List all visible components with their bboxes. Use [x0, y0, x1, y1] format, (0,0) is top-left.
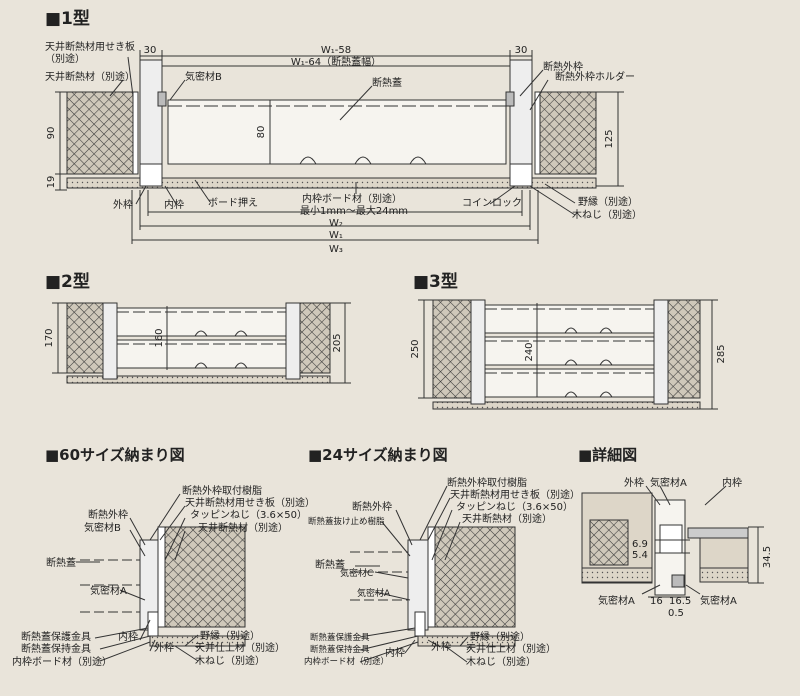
s60-label-outer-frame-insul: 断熱外枠 [88, 508, 128, 521]
section-title-type3: ■3型 [413, 271, 458, 292]
s24-label-nobuchi: 野縁（別途） [470, 630, 530, 643]
s60-label-holder-fit: 断熱蓋保持金具 [21, 642, 91, 655]
s60-label-outer-frame: 外枠 [154, 641, 174, 654]
dim-30-right: 30 [515, 45, 528, 56]
dim-285: 285 [716, 344, 727, 363]
s24-label-tapping: タッピンねじ（3.6×50） [456, 501, 573, 513]
s60-label-ceiling-insul: 天井断熱材（別途） [198, 521, 288, 534]
detail-dim-5-4: 5.4 [632, 550, 648, 561]
label-outer-frame: 外枠 [113, 198, 133, 211]
type2-drawing [52, 302, 351, 384]
label-lid: 断熱蓋 [372, 76, 402, 89]
s24-label-inner-frame: 内枠 [385, 646, 405, 659]
dim-w3: W₃ [329, 244, 343, 255]
s60-label-lid: 断熱蓋 [46, 556, 76, 569]
label-ceiling-board: 天井断熱材用せき板 [45, 40, 135, 53]
ceiling-insulation-right [539, 91, 597, 175]
s60-label-nobuchi: 野縁（別途） [200, 629, 260, 642]
section-title-type2: ■2型 [45, 271, 90, 292]
detail-drawing [581, 485, 764, 598]
s24-label-resin: 断熱外枠取付樹脂 [447, 476, 527, 489]
label-inner-board: 内枠ボード材（別途） [302, 192, 402, 205]
s60-label-tapping: タッピンねじ（3.6×50） [190, 509, 307, 521]
s60-label-protect: 断熱蓋保護金具 [21, 630, 91, 643]
size24-labels: 断熱外枠取付樹脂 天井断熱材用せき板（別途） タッピンねじ（3.6×50） 天井… [304, 476, 580, 668]
size60-labels: 断熱外枠取付樹脂 天井断熱材用せき板（別途） タッピンねじ（3.6×50） 天井… [12, 484, 315, 668]
dim-250: 250 [410, 339, 421, 358]
ceiling-insulation-left [66, 91, 134, 175]
section-title-size24: ■24サイズ納まり図 [308, 446, 448, 464]
detail-dim-6-9: 6.9 [632, 539, 648, 550]
s24-label-holder-fit: 断熱蓋保持金具 [310, 644, 370, 655]
detail-dim-16: 16 [650, 596, 663, 607]
detail-labels: 外枠 気密材A 内枠 6.9 5.4 34.5 気密材A 16 16.5 気密材… [598, 476, 773, 619]
s60-label-resin: 断熱外枠取付樹脂 [182, 484, 262, 497]
label-nobuchi: 野縁（別途） [578, 195, 638, 208]
detail-dim-16-5: 16.5 [669, 596, 691, 607]
dim-w1-64: W₁-64（断熱蓋幅） [291, 55, 381, 68]
s60-label-airtight-b: 気密材B [84, 521, 121, 534]
s60-label-wood-screw: 木ねじ（別途） [195, 654, 265, 667]
dim-w2: W₂ [329, 218, 343, 229]
detail-label-inner-frame: 内枠 [722, 476, 742, 489]
s24-label-outer-frame: 外枠 [431, 640, 451, 653]
s24-label-ceiling-finish: 天井仕上材（別途） [466, 642, 556, 655]
size60-drawing [76, 493, 246, 662]
s24-label-protect: 断熱蓋保護金具 [310, 632, 370, 643]
label-board-range: 最小1mm～最大24mm [300, 204, 408, 217]
s24-label-inner-board: 内枠ボード材（別途） [304, 656, 389, 667]
dim-90: 90 [46, 127, 57, 140]
s60-label-airtight-a: 気密材A [90, 584, 127, 597]
s24-label-outer-frame-insul: 断熱外枠 [352, 500, 392, 513]
s60-label-inner-board: 内枠ボード材（別途） [12, 655, 112, 668]
label-inner-frame: 内枠 [164, 198, 184, 211]
label-airtight-b: 気密材B [185, 70, 222, 83]
section-title-size60: ■60サイズ納まり図 [45, 446, 185, 464]
dim-240: 240 [524, 342, 535, 361]
section-title-detail: ■詳細図 [578, 446, 637, 464]
s24-label-ceiling-insul: 天井断熱材（別途） [462, 512, 552, 525]
section-title-type1: ■1型 [45, 8, 90, 29]
dim-80: 80 [256, 126, 267, 139]
s24-label-lid: 断熱蓋 [315, 558, 345, 571]
s24-label-stopper-resin: 断熱蓋抜け止め樹脂 [308, 516, 385, 527]
s60-label-ceiling-finish: 天井仕上材（別途） [195, 641, 285, 654]
type1-drawing [55, 50, 624, 244]
label-ceiling-board-sep: （別途） [45, 52, 85, 65]
label-outer-frame-insul: 断熱外枠 [543, 60, 583, 73]
dim-w1-58: W₁-58 [321, 45, 351, 56]
detail-label-airtight-a-top: 気密材A [650, 476, 687, 489]
s60-label-ceiling-board: 天井断熱材用せき板（別途） [185, 496, 315, 509]
label-holder: 断熱外枠ホルダー [555, 70, 635, 83]
s24-label-airtight-a: 気密材A [357, 587, 391, 599]
label-board-press: ボード押え [208, 196, 258, 209]
s60-label-inner-frame: 内枠 [118, 630, 138, 643]
detail-dim-34-5: 34.5 [762, 546, 773, 568]
type1-labels: 30 30 W₁-58 W₁-64（断熱蓋幅） 90 80 125 19 天井断… [45, 40, 642, 255]
dim-19: 19 [46, 176, 57, 189]
s24-label-wood-screw: 木ねじ（別途） [466, 655, 536, 668]
dim-160: 160 [154, 328, 165, 347]
dim-170: 170 [44, 328, 55, 347]
dim-205: 205 [332, 333, 343, 352]
label-coin-lock: コインロック [462, 197, 522, 209]
s24-label-ceiling-board: 天井断熱材用せき板（別途） [450, 488, 580, 501]
detail-label-outer-frame: 外枠 [624, 476, 644, 489]
dim-125: 125 [604, 129, 615, 148]
type2-labels: 170 160 205 [44, 328, 343, 352]
type3-labels: 250 240 285 [410, 339, 727, 363]
dim-30-left: 30 [144, 45, 157, 56]
type3-drawing [418, 299, 718, 410]
detail-dim-0-5: 0.5 [668, 608, 684, 619]
s24-label-airtight-c: 気密材C [340, 567, 373, 579]
dim-w1: W₁ [329, 230, 343, 241]
detail-label-airtight-a-bottom-left: 気密材A [598, 594, 635, 607]
label-wood-screw: 木ねじ（別途） [572, 208, 642, 221]
detail-label-airtight-a-bottom-right: 気密材A [700, 594, 737, 607]
size24-drawing [350, 485, 516, 663]
label-ceiling-insulation: 天井断熱材（別途） [45, 70, 135, 83]
